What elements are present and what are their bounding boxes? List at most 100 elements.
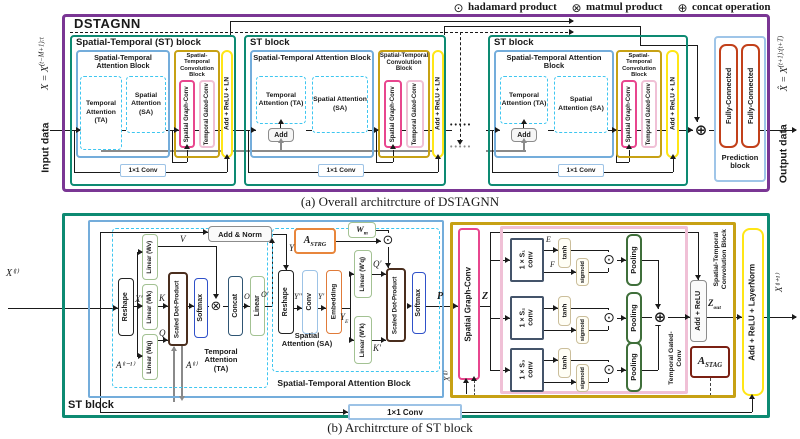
connector (342, 308, 350, 309)
arrow (571, 269, 576, 275)
temporal-attention-box (112, 228, 268, 388)
sa-scaled-dot-product: Scaled Dot-Product (386, 268, 406, 342)
connector (173, 347, 175, 402)
arrow (688, 127, 693, 133)
arrow (737, 314, 742, 320)
connector (100, 308, 101, 412)
connector (589, 330, 608, 331)
connector (604, 172, 673, 173)
st-attention-block (88, 220, 444, 398)
arrow (453, 303, 458, 309)
arrow (685, 314, 690, 320)
arrow (269, 238, 275, 243)
connector (608, 360, 609, 363)
connector (486, 130, 500, 131)
connector (376, 230, 388, 231)
connector (134, 306, 137, 307)
connector (673, 158, 674, 172)
tanh-1: tanh (558, 238, 571, 268)
pooling-1: Pooling (626, 234, 642, 286)
connector (707, 317, 742, 318)
st-block-detail-label: ST block (68, 399, 114, 411)
legend-hadamard: hadamard product (468, 1, 557, 13)
arrow (621, 367, 626, 373)
arrow (655, 304, 661, 309)
connector (490, 232, 491, 370)
arrow (385, 263, 391, 268)
caption-b: (b) Architrcture of ST block (327, 420, 473, 435)
arrow (251, 127, 256, 133)
connector (388, 247, 389, 268)
sigmoid-2: sigmoid (576, 316, 589, 344)
conv1x1-1: 1×1 Conv (120, 164, 166, 177)
connector (265, 306, 272, 307)
arrow (113, 305, 118, 311)
arrow (171, 346, 177, 351)
arrow (626, 144, 632, 149)
connector (486, 150, 526, 152)
arrow (521, 119, 527, 124)
ye-label: YE (340, 312, 349, 325)
conv-block-3-title: Spatial-Temporal Convolution Block (622, 53, 656, 79)
add-relu-layernorm-box: Add + ReLU + LayerNorm (742, 228, 764, 396)
arrow (184, 144, 190, 149)
arrow (321, 305, 326, 311)
matmul-icon: ⊗ (570, 0, 583, 15)
connector (608, 267, 609, 272)
connector (74, 130, 75, 172)
connector (74, 172, 120, 173)
p-label: P (437, 291, 444, 302)
connector (642, 370, 658, 371)
connector (372, 274, 386, 275)
ta-concat: Concat (228, 276, 243, 336)
ta-linear-wk: Linear (Wk) (142, 284, 158, 330)
connector (230, 21, 573, 22)
conv-block-1 (174, 50, 220, 158)
connector (364, 172, 438, 173)
temporal-gated-conv-2: Temporal Gated-Conv (406, 80, 424, 148)
attention-block-1 (76, 50, 170, 158)
arrow (278, 119, 284, 124)
connector (306, 130, 312, 131)
st-block-1 (70, 35, 236, 186)
zout-label: Zout (708, 298, 721, 311)
input-formula: X = X(t−M+1):t (38, 37, 51, 91)
connector (480, 306, 490, 307)
spatial-graph-conv-2: Spatial Graph-Conv (384, 80, 402, 148)
arrow (621, 315, 626, 321)
attention-block-2-title: Spatial-Temporal Attention Block (253, 53, 371, 62)
connector (350, 274, 351, 340)
connector (444, 130, 452, 131)
connector (100, 232, 208, 233)
arrow (138, 249, 143, 255)
arrow (244, 303, 249, 309)
connector (101, 150, 446, 152)
q-prime-label: Q′ (373, 259, 382, 269)
prediction-block (714, 36, 766, 182)
connector (462, 412, 752, 413)
sa-embedding: Embedding (326, 270, 342, 334)
arrow (505, 315, 510, 321)
arrow (189, 303, 194, 309)
dstagnn-box (62, 14, 770, 192)
hadamard-icon: ⊙ (452, 0, 465, 15)
arrow (224, 154, 230, 159)
add-relu-ln-2: Add + ReLU + LN (432, 50, 444, 158)
arrow (213, 294, 219, 299)
st-attention-block-label: Spatial-Temporal Attention Block (277, 378, 411, 388)
sa-linear-wq: Linear (W′q) (354, 250, 372, 298)
connector (637, 130, 641, 131)
connector (544, 382, 576, 383)
connector (474, 380, 475, 396)
connector (760, 130, 796, 131)
st-conv-block (450, 222, 736, 398)
connector (571, 308, 608, 309)
connector (172, 130, 173, 162)
arrow (521, 138, 527, 143)
connector (642, 317, 652, 318)
connector (70, 32, 573, 33)
connector (490, 232, 698, 233)
